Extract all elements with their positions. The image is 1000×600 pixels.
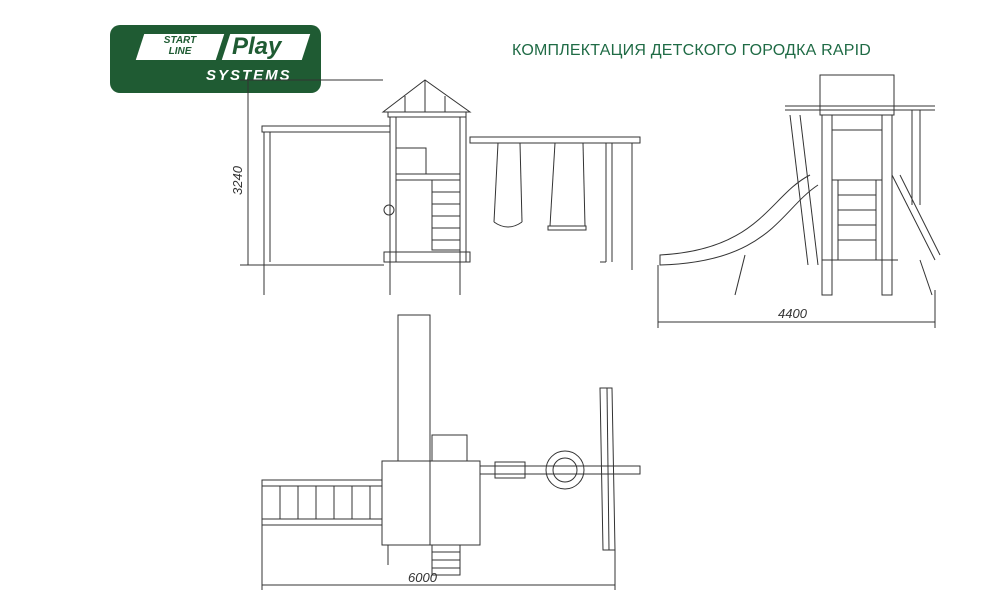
side-view (659, 74, 941, 296)
width-label: 6000 (408, 570, 438, 585)
height-dimension: 3240 (230, 79, 384, 266)
logo-play: Play (232, 33, 282, 60)
top-view (261, 314, 641, 576)
front-view (261, 79, 641, 295)
width-dimension: 6000 (261, 525, 616, 590)
height-label: 3240 (230, 165, 245, 195)
page-title: КОМПЛЕКТАЦИЯ ДЕТСКОГО ГОРОДКА RAPID (512, 42, 872, 59)
depth-dimension: 4400 (657, 265, 936, 328)
depth-label: 4400 (778, 306, 808, 321)
